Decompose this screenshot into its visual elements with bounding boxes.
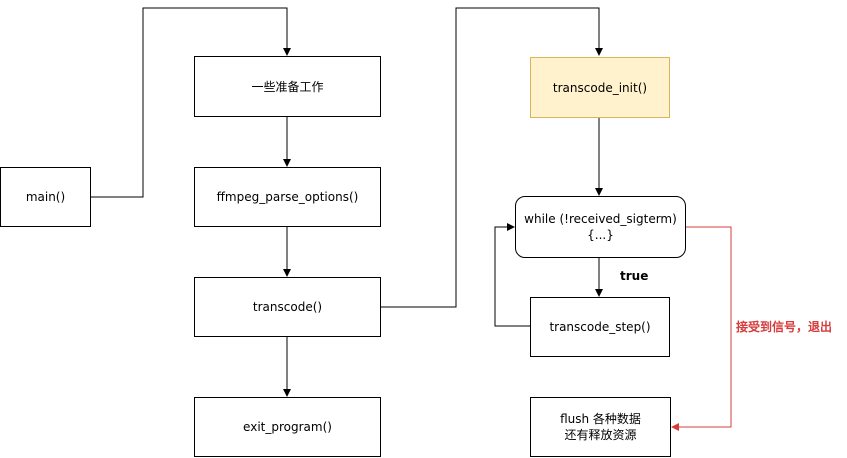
main-node-label: main() <box>25 190 66 204</box>
transcode-step-node-label: transcode_step() <box>549 320 651 334</box>
edge-loop-exit-to-cleanup <box>671 226 732 431</box>
prep-node-label: 一些准备工作 <box>251 79 324 94</box>
while-loop-body: {...} <box>587 228 614 242</box>
edge-step-back-to-loop <box>494 223 530 327</box>
transcode-node: transcode() <box>194 277 381 337</box>
cleanup-node: flush 各种数据 还有释放资源 <box>530 397 671 457</box>
while-loop-node: while (!received_sigterm) {...} <box>515 196 686 258</box>
prep-node: 一些准备工作 <box>194 56 381 117</box>
cleanup-line-release: 还有释放资源 <box>564 428 637 442</box>
transcode-node-label: transcode() <box>252 300 323 314</box>
while-loop-condition: while (!received_sigterm) <box>524 212 677 226</box>
edge-main-to-prep <box>90 7 291 198</box>
edge-transcode-to-init <box>381 7 603 308</box>
parse-options-node-label: ffmpeg_parse_options() <box>216 190 359 204</box>
main-node: main() <box>0 167 91 227</box>
parse-options-node: ffmpeg_parse_options() <box>194 167 381 227</box>
transcode-init-node: transcode_init() <box>530 57 670 118</box>
exit-program-node-label: exit_program() <box>243 420 332 434</box>
transcode-step-node: transcode_step() <box>530 297 670 357</box>
signal-exit-edge-label: 接受到信号，退出 <box>736 320 833 334</box>
cleanup-line-flush: flush 各种数据 <box>560 412 641 426</box>
transcode-init-node-label: transcode_init() <box>552 80 648 95</box>
true-edge-label: true <box>620 269 649 283</box>
exit-program-node: exit_program() <box>194 397 381 457</box>
